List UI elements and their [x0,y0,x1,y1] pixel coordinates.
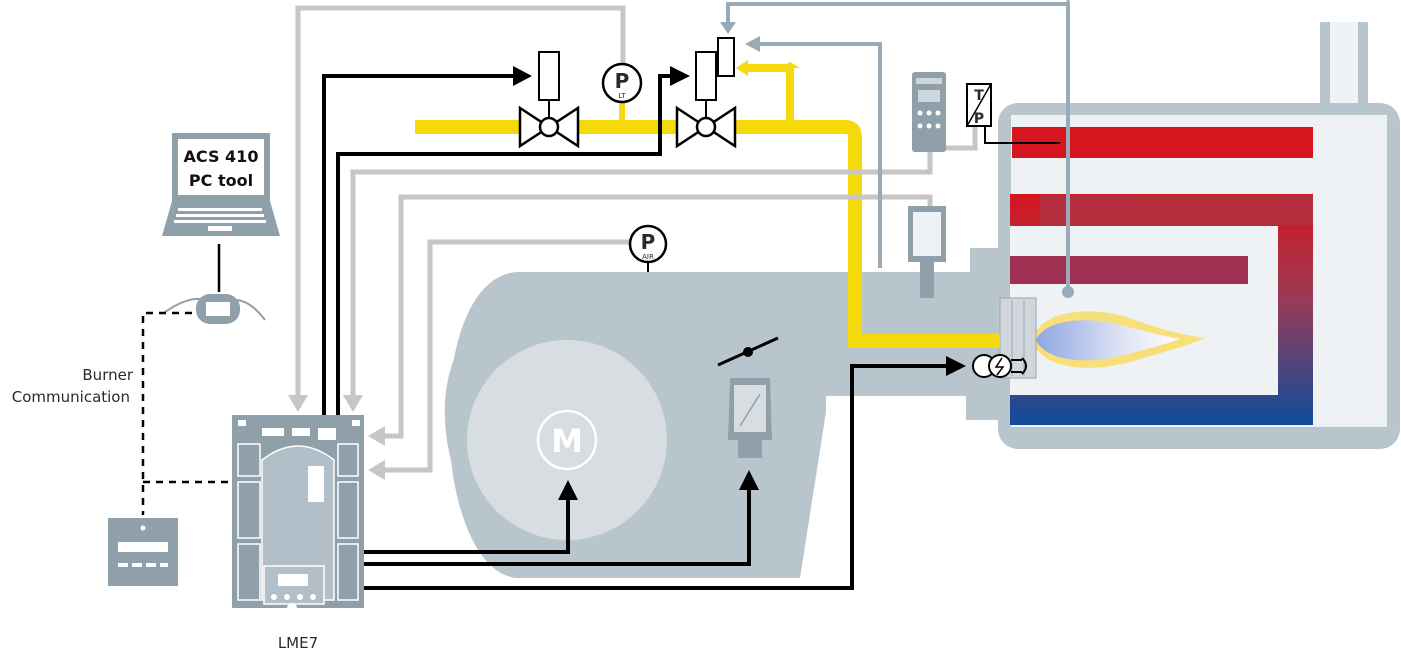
burner-comm-label-2: Communication [12,388,130,406]
gas-valve-2 [675,37,737,149]
tp-sensor-p: P [974,111,984,127]
burner-body: M [444,248,1037,578]
motor-label: M [551,422,583,460]
flame-detector [908,206,946,298]
flue-pass-top [1012,127,1313,158]
interface-adapter [164,294,266,324]
solenoid-icon [695,51,717,101]
display-unit [912,72,946,152]
tp-sensor-t: T [974,88,984,104]
feedback-lines [288,5,978,480]
solenoid-icon [538,51,560,101]
tp-sensor: T P [966,83,1060,144]
monitor-lines [720,2,1070,286]
remote-display-unit [108,518,178,586]
gas-pressure-label: P [615,69,630,93]
gas-line [415,60,1000,348]
pressure-switch-icon [628,224,668,264]
gas-valve-1 [518,51,580,149]
burner-communication-lines [141,311,232,515]
gas-pressure-sublabel: LT [618,92,626,100]
acs410-laptop: ACS 410 PC tool [162,133,280,292]
gas-pressure-switch: P LT [601,62,643,104]
boiler [998,0,1400,449]
laptop-label-line1: ACS 410 [184,147,259,166]
pressure-switch-icon [601,62,643,104]
motor-icon [536,409,598,471]
lme7-controller: LME7 [232,415,364,652]
air-damper-actuator [717,336,779,458]
air-pressure-switch: P AIR [628,224,668,272]
control-lines [322,66,966,590]
burner-comm-label-1: Burner [82,366,133,384]
air-pressure-label: P [641,230,656,254]
fan-wheel [467,340,667,540]
air-pressure-sublabel: AIR [642,253,654,261]
ignition-transformer [972,354,1027,378]
controller-label: LME7 [278,634,318,652]
laptop-label-line2: PC tool [189,171,253,190]
flame-sensor-icon [1062,286,1074,298]
